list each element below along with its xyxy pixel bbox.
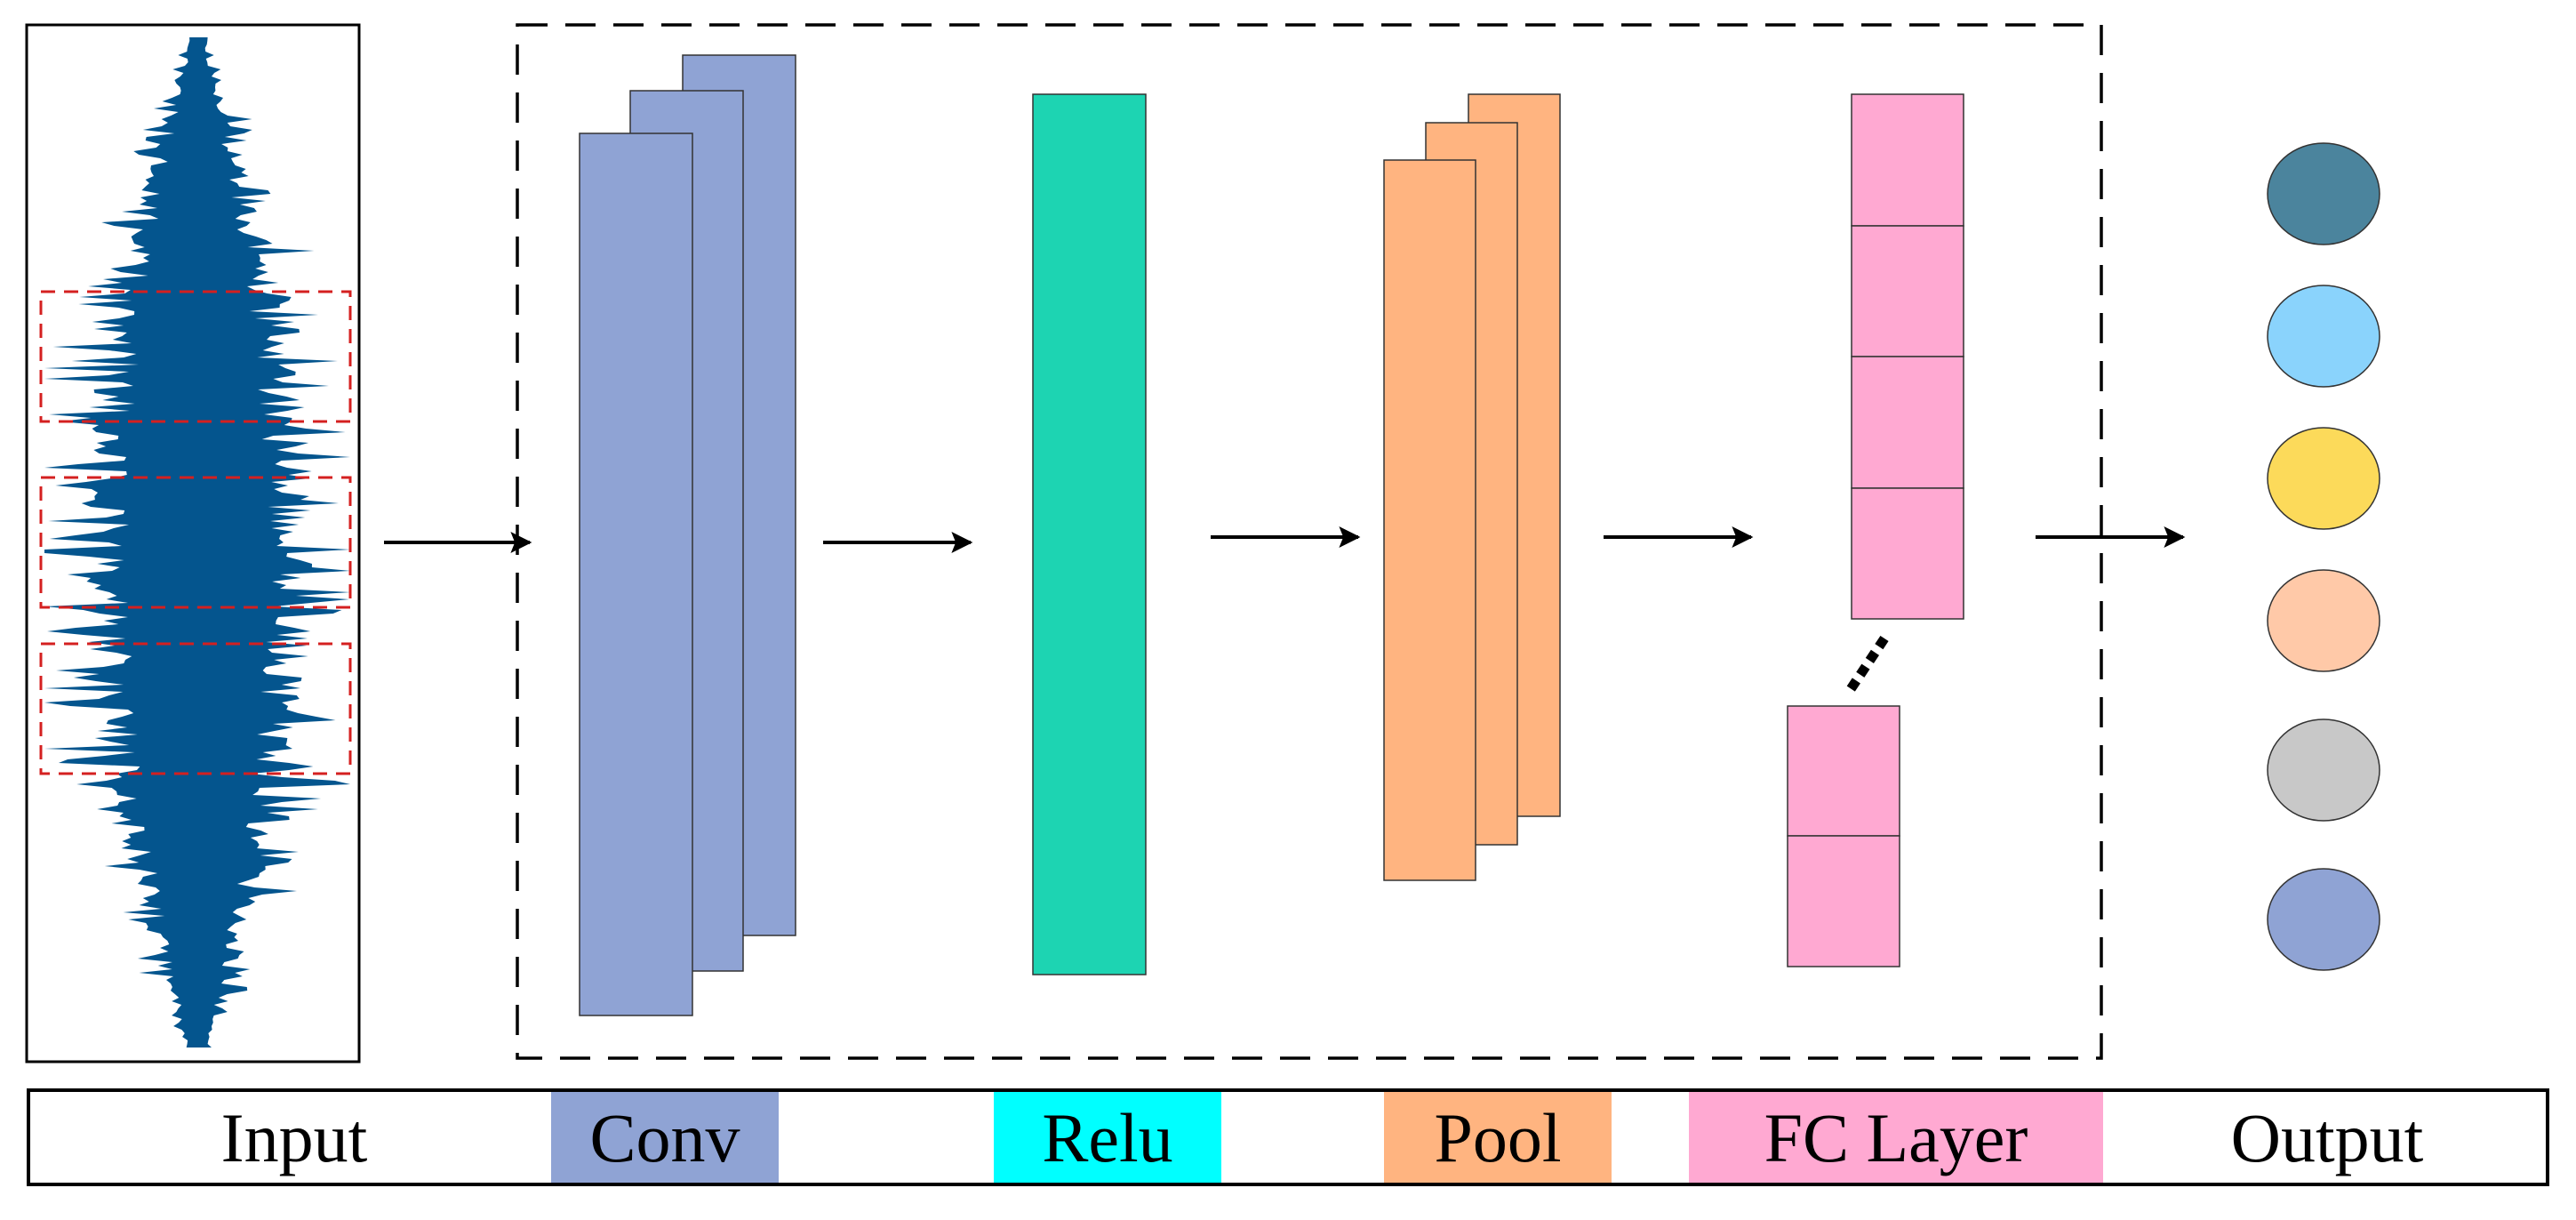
window-box-2	[39, 476, 352, 609]
output-node-6	[2267, 868, 2380, 971]
legend-label-pool: Pool	[1434, 1099, 1561, 1176]
legend-swatch-conv	[551, 1090, 779, 1184]
legend-label-relu: Relu	[1042, 1099, 1172, 1176]
fc-cell-6	[1787, 835, 1900, 967]
output-node-5	[2267, 718, 2380, 822]
conv-feature-map-1	[579, 132, 693, 1016]
legend-label-fc: FC Layer	[1764, 1099, 2028, 1176]
output-nodes	[2267, 142, 2380, 971]
legend-frame	[27, 1088, 2549, 1186]
relu-layer	[1032, 93, 1147, 975]
output-node-3	[2267, 427, 2380, 530]
legend-label-conv: Conv	[589, 1099, 740, 1176]
output-node-2	[2267, 285, 2380, 388]
fc-layer	[1787, 93, 1964, 967]
fc-cell-3	[1851, 356, 1964, 489]
window-box-1	[39, 290, 352, 423]
input-waveform	[44, 37, 350, 1047]
legend-bar: Input Conv Relu Pool FC Layer Output	[27, 1088, 2549, 1186]
output-node-4	[2267, 569, 2380, 672]
fc-cell-1	[1851, 93, 1964, 227]
conv-layers	[579, 54, 796, 1016]
output-node-1	[2267, 142, 2380, 245]
fc-continuation-dots	[1844, 635, 1889, 695]
legend-swatch-relu	[994, 1090, 1221, 1184]
fc-cell-5	[1787, 705, 1900, 837]
legend-label-output: Output	[2231, 1099, 2424, 1176]
pool-layers	[1383, 93, 1561, 881]
flow-arrows	[384, 526, 2186, 553]
legend-label-input: Input	[221, 1099, 368, 1176]
fc-cell-4	[1851, 487, 1964, 620]
legend-swatch-pool	[1384, 1090, 1612, 1184]
fc-cell-2	[1851, 225, 1964, 357]
legend-swatch-fc	[1689, 1090, 2103, 1184]
window-box-3	[39, 642, 352, 775]
pool-feature-map-1	[1383, 159, 1476, 881]
input-panel	[25, 23, 361, 1063]
